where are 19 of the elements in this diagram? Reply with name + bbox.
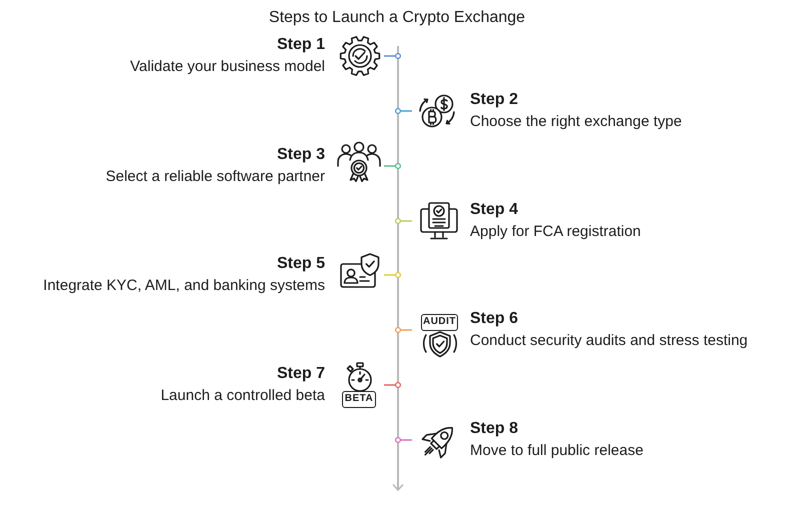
step-heading: Step 2 — [470, 90, 520, 110]
step-heading: Step 5 — [276, 254, 325, 274]
step-heading: Step 6 — [470, 309, 520, 329]
step-heading: Step 3 — [276, 145, 325, 165]
step-heading: Step 4 — [470, 200, 520, 220]
step-heading: Step 7 — [276, 364, 325, 384]
step-description: Validate your business model — [129, 57, 325, 77]
step-heading: Step 8 — [470, 419, 520, 439]
step-description: Select a reliable software partner — [104, 167, 325, 187]
audit-tag: AUDIT — [421, 314, 458, 331]
diagram-title: Steps to Launch a Crypto Exchange — [268, 8, 526, 28]
step-heading: Step 1 — [276, 35, 325, 55]
step-description: Conduct security audits and stress testing — [470, 331, 749, 351]
step-description: Move to full public release — [470, 441, 644, 461]
beta-tag: BETA — [342, 391, 376, 408]
step-description: Apply for FCA registration — [470, 222, 642, 242]
step-description: Launch a controlled beta — [160, 386, 325, 406]
step-description: Integrate KYC, AML, and banking systems — [42, 276, 325, 296]
step-description: Choose the right exchange type — [470, 112, 683, 132]
